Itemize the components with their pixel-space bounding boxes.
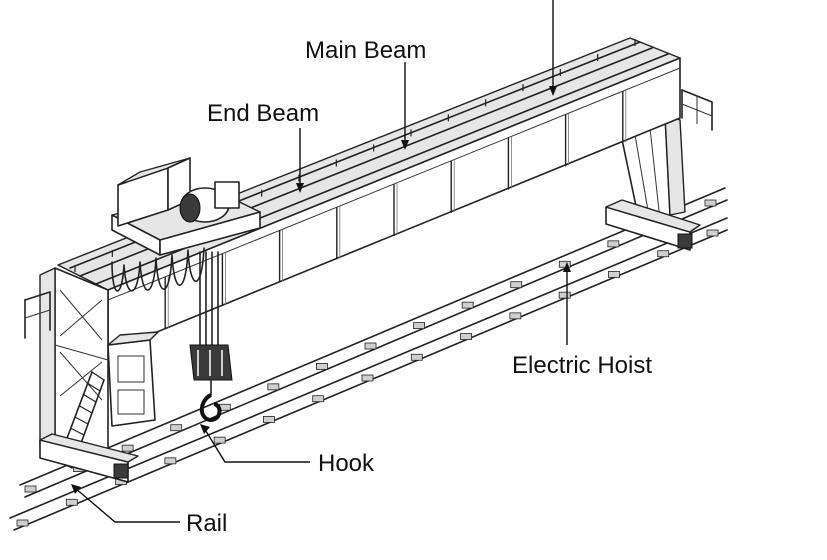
rail-tie [461,301,474,309]
hook [189,344,233,423]
rails [9,187,728,531]
rail-tie [361,374,374,382]
left-leg [24,267,159,483]
rail-tie [460,333,472,340]
rail-tie [121,444,134,452]
rail-tie [558,260,571,268]
stair-step [78,405,93,414]
rail-tie [267,383,280,391]
rail-tie [657,250,670,258]
rail-tie [608,271,620,278]
rail-tie [410,353,423,361]
rail-tie [312,395,325,403]
rail-tie [213,436,226,444]
label-end-beam: End Beam [207,100,319,127]
beam-stiffeners [74,39,636,329]
rail-tie [170,424,183,432]
rail-tie [24,485,37,493]
rail-tie [65,498,78,506]
leader-lines [71,0,571,523]
stair-step [91,371,105,381]
rail-tie [704,199,717,207]
stair-step [87,382,101,392]
rail-tie [263,416,275,423]
rail-tie [607,240,620,248]
rail-tie [164,457,177,465]
rail-tie [364,342,377,350]
rail-tie [558,291,571,299]
label-electric-hoist: Electric Hoist [512,352,652,379]
rail-tie [16,519,29,527]
right-leg [605,89,713,251]
rail-tie [510,281,523,289]
stair-step [70,427,85,436]
rail-tie [413,322,425,329]
rail-tie [509,312,522,320]
label-rail: Rail [186,510,227,537]
stair-step [74,416,89,425]
electric-hoist [111,157,261,346]
stair-step [83,393,97,403]
label-hook: Hook [318,450,375,477]
rail-tie [706,229,719,237]
rail-tie [316,363,328,370]
label-main-beam: Main Beam [305,37,426,64]
